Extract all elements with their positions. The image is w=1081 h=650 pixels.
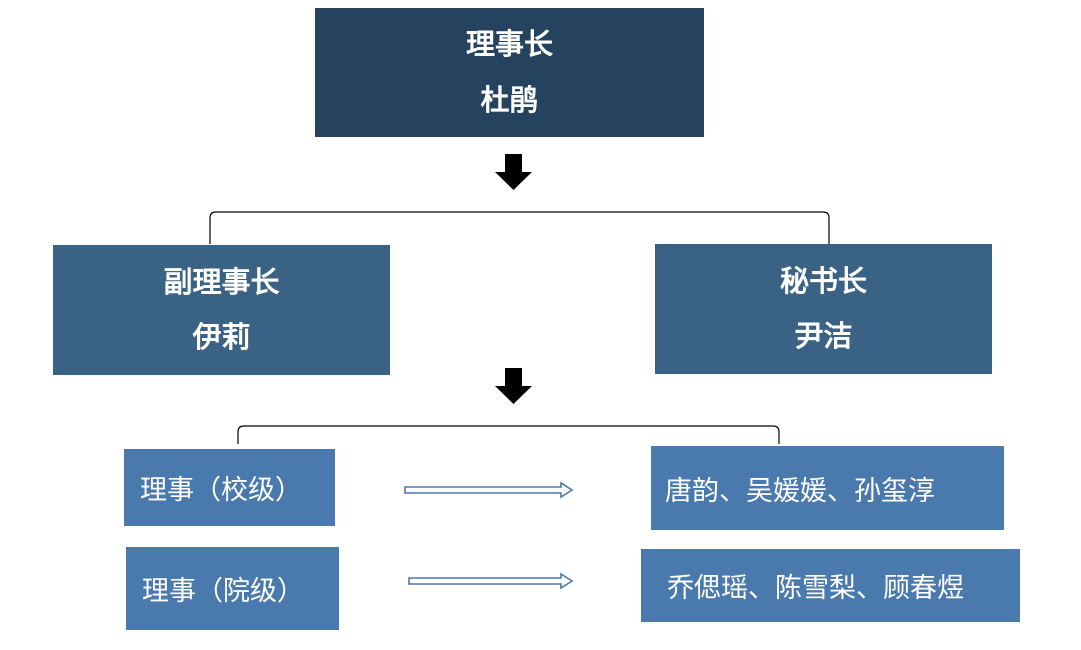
vice-chair-title: 副理事长: [163, 264, 280, 299]
director-college-members-box: 乔偲瑶、陈雪梨、顾春煜: [641, 549, 1020, 622]
secretary-general-name: 尹洁: [794, 319, 853, 353]
secretary-general-title: 秘书长: [779, 263, 867, 298]
right-arrow-icon: [404, 481, 574, 499]
chair-name: 杜鹃: [480, 82, 539, 117]
chair-title: 理事长: [465, 27, 553, 62]
secretary-general-box: 秘书长 尹洁: [655, 244, 992, 374]
vice-chair-name: 伊莉: [192, 320, 251, 354]
director-college-level-box: 理事（院级）: [126, 547, 339, 630]
right-arrow-icon: [408, 572, 574, 590]
director-level-label: 理事（校级）: [140, 475, 302, 506]
chair-box: 理事长 杜鹃: [315, 8, 704, 137]
director-school-members-box: 唐韵、吴媛媛、孙玺淳: [651, 446, 1004, 530]
director-level-label: 理事（院级）: [142, 576, 304, 607]
org-bracket-bottom: [237, 425, 780, 444]
down-arrow-icon: [495, 154, 532, 190]
director-school-level-box: 理事（校级）: [124, 449, 335, 526]
director-members: 乔偲瑶、陈雪梨、顾春煜: [667, 573, 964, 604]
down-arrow-icon: [495, 368, 532, 404]
director-members: 唐韵、吴媛媛、孙玺淳: [665, 475, 935, 507]
vice-chair-box: 副理事长 伊莉: [53, 245, 390, 375]
org-bracket-top: [209, 211, 830, 244]
